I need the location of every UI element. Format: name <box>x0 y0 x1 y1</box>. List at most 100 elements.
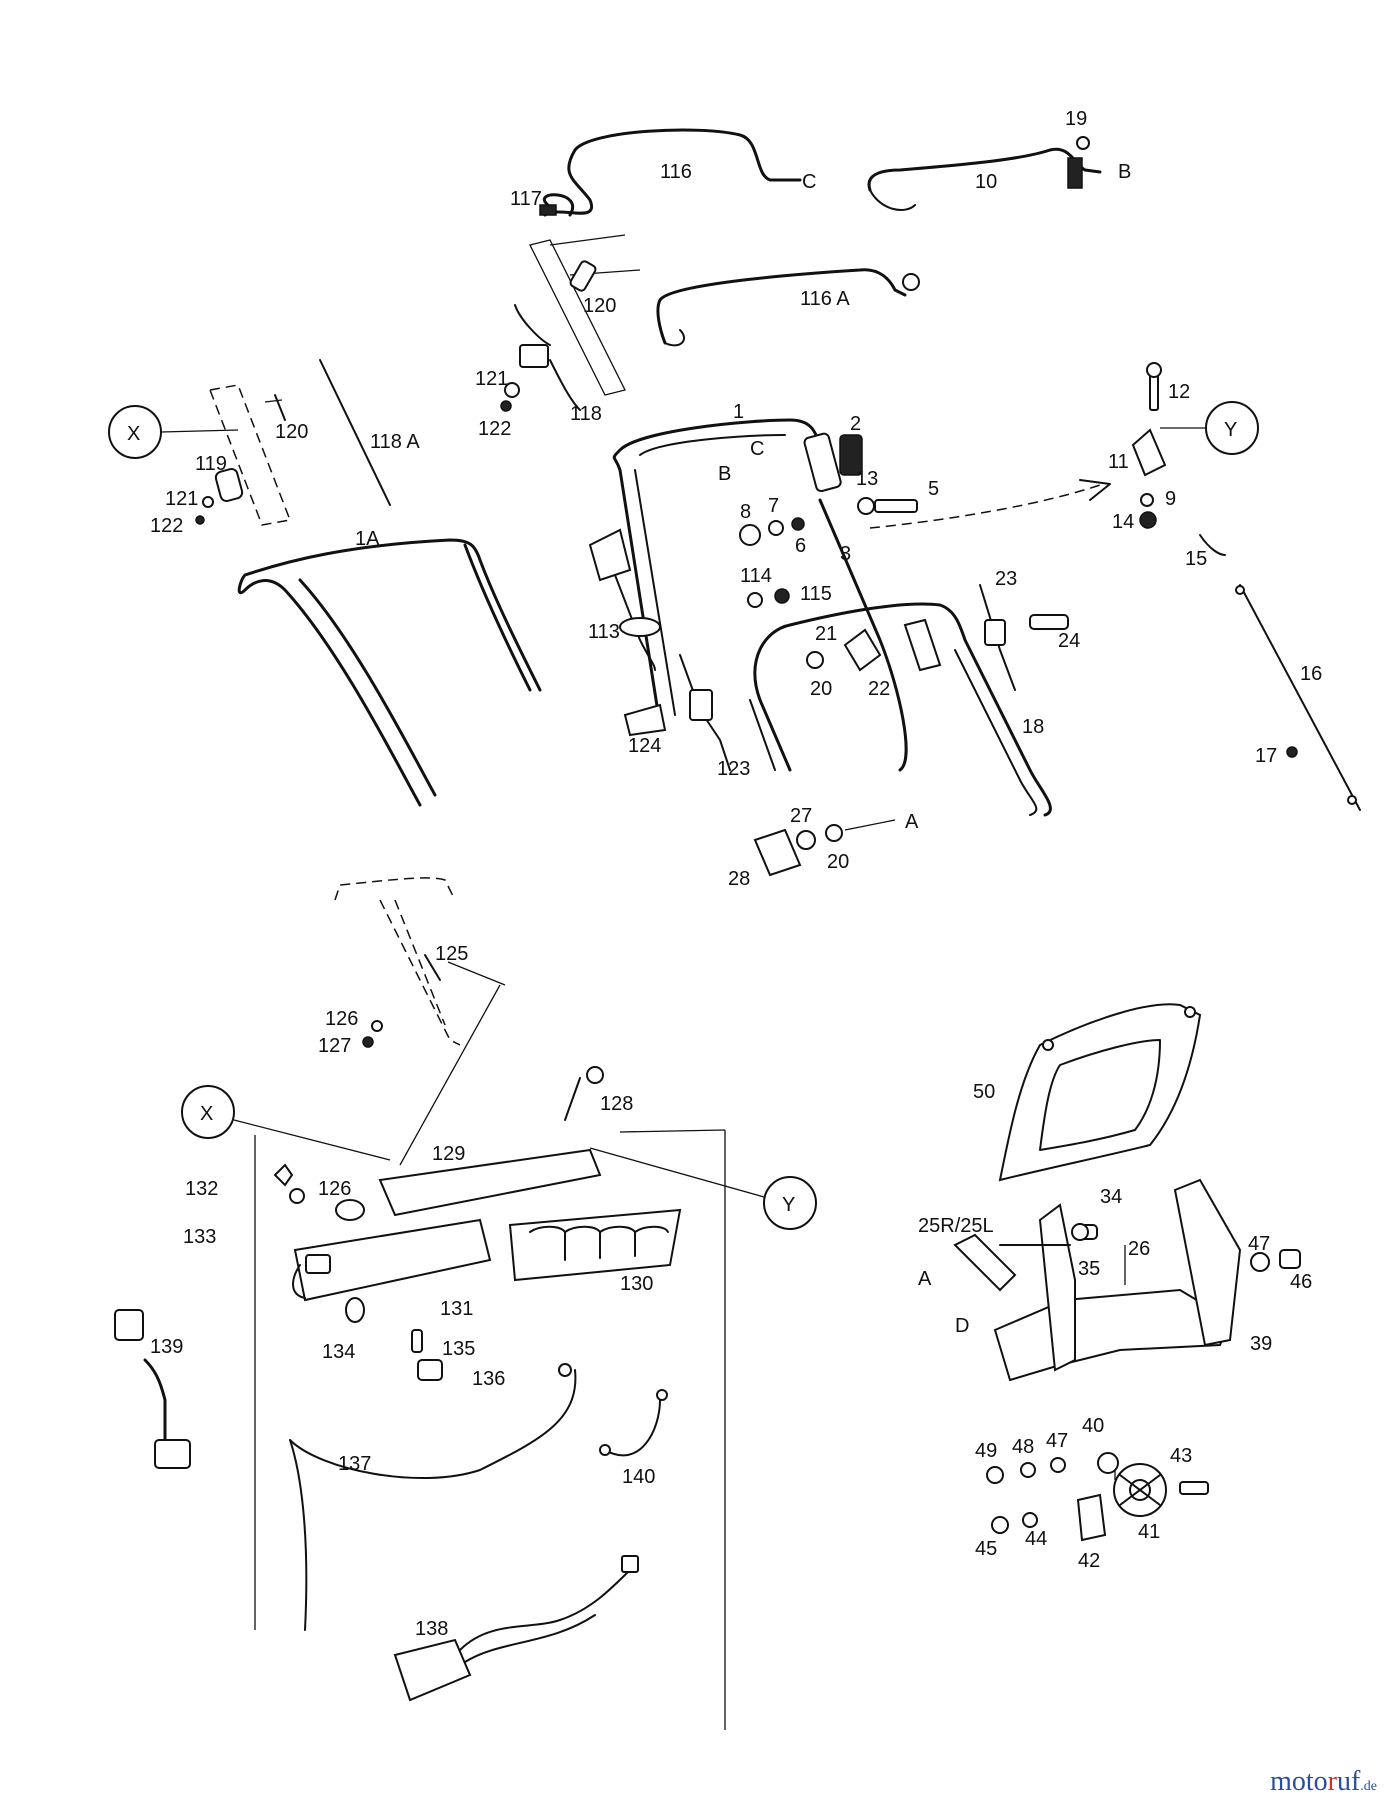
label-8: 8 <box>740 501 751 523</box>
bar-X-upper <box>108 384 292 526</box>
knob-28 <box>753 819 896 877</box>
letter-C-handle: C <box>750 438 764 460</box>
label-11: 11 <box>1108 451 1129 473</box>
label-41: 41 <box>1138 1521 1160 1543</box>
label-120-upper: 120 <box>583 295 616 317</box>
charger-138 <box>393 1555 639 1702</box>
label-6: 6 <box>795 535 806 557</box>
label-35: 35 <box>1078 1258 1100 1280</box>
label-7: 7 <box>768 495 779 517</box>
cable-16 <box>1199 534 1361 811</box>
marker-X-lower <box>181 1085 235 1139</box>
connector-139 <box>114 1309 191 1469</box>
cable-116 <box>539 128 802 217</box>
watermark-brand-a: moto <box>1270 1766 1328 1797</box>
frame-39 <box>953 1178 1301 1480</box>
label-118A: 118 A <box>370 431 420 453</box>
label-140: 140 <box>622 1466 655 1488</box>
label-138: 138 <box>415 1618 448 1640</box>
bar-upper-middle <box>500 234 641 412</box>
label-27: 27 <box>790 805 812 827</box>
grassbag-50 <box>998 1003 1202 1182</box>
label-46: 46 <box>1290 1271 1312 1293</box>
label-15: 15 <box>1185 548 1207 570</box>
label-28: 28 <box>728 868 750 890</box>
label-117: 117 <box>510 188 542 210</box>
letter-A-handle: A <box>905 811 919 833</box>
label-134: 134 <box>322 1341 355 1363</box>
letter-B-handle: B <box>718 463 731 485</box>
label-115: 115 <box>800 583 832 605</box>
marker-Y-lower <box>763 1176 817 1230</box>
label-47-low: 47 <box>1046 1430 1068 1452</box>
label-123: 123 <box>717 758 750 780</box>
label-121-left: 121 <box>165 488 198 510</box>
label-116: 116 <box>660 161 692 183</box>
label-133: 133 <box>183 1226 216 1248</box>
label-119: 119 <box>195 453 227 475</box>
letter-A-frame: A <box>918 1268 932 1290</box>
label-114: 114 <box>740 565 772 587</box>
label-1: 1 <box>733 401 744 423</box>
watermark-logo: motoruf.de <box>1270 1766 1377 1798</box>
label-113: 113 <box>588 621 620 643</box>
label-17: 17 <box>1255 745 1277 767</box>
label-14: 14 <box>1112 511 1134 533</box>
label-126-mid: 126 <box>325 1008 358 1030</box>
label-128: 128 <box>600 1093 633 1115</box>
marker-Y-lower-label: Y <box>782 1194 795 1216</box>
label-20-upper: 20 <box>810 678 832 700</box>
letter-C-cable: C <box>802 171 816 193</box>
label-122-left: 122 <box>150 515 183 537</box>
spring-parts <box>623 584 1069 771</box>
watermark-brand-b: uf <box>1336 1766 1361 1797</box>
arrow-to-Y <box>869 401 1259 529</box>
label-20-lower: 20 <box>827 851 849 873</box>
label-47-right: 47 <box>1248 1233 1270 1255</box>
label-122-upper: 122 <box>478 418 511 440</box>
reference-letters: C B C B A A D X Y X Y <box>127 161 1237 1337</box>
label-50: 50 <box>973 1081 995 1103</box>
label-1A: 1A <box>355 528 380 550</box>
label-23: 23 <box>995 568 1017 590</box>
label-116A: 116 A <box>800 288 850 310</box>
label-5: 5 <box>928 478 939 500</box>
handle-18 <box>749 602 1052 817</box>
knob-113 <box>588 528 661 671</box>
label-16: 16 <box>1300 663 1322 685</box>
label-125: 125 <box>435 943 468 965</box>
label-21: 21 <box>815 623 837 645</box>
label-136: 136 <box>472 1368 505 1390</box>
callout-labels: 19 116 117 10 120 116 A 121 122 118 118 … <box>150 108 1322 1640</box>
label-49: 49 <box>975 1440 997 1462</box>
hardware-small-parts <box>739 362 1167 608</box>
label-19: 19 <box>1065 108 1087 130</box>
label-39: 39 <box>1250 1333 1272 1355</box>
wheel-41 <box>986 1452 1209 1542</box>
label-127: 127 <box>318 1035 351 1057</box>
watermark-brand-r: r <box>1327 1766 1337 1797</box>
label-126-low: 126 <box>318 1178 351 1200</box>
label-48: 48 <box>1012 1436 1034 1458</box>
label-42: 42 <box>1078 1550 1100 1572</box>
label-44: 44 <box>1025 1528 1047 1550</box>
rod-118A <box>319 359 391 506</box>
label-121-upper: 121 <box>475 368 508 390</box>
label-18: 18 <box>1022 716 1044 738</box>
label-26: 26 <box>1128 1238 1150 1260</box>
label-137: 137 <box>338 1453 371 1475</box>
label-43: 43 <box>1170 1445 1192 1467</box>
label-2: 2 <box>850 413 861 435</box>
label-24: 24 <box>1058 630 1080 652</box>
label-132: 132 <box>185 1178 218 1200</box>
cable-10 <box>867 136 1102 211</box>
letter-B-cable: B <box>1118 161 1131 183</box>
marker-X-lower-label: X <box>200 1103 213 1125</box>
label-130: 130 <box>620 1273 653 1295</box>
handle-1A <box>237 538 542 807</box>
label-12: 12 <box>1168 381 1190 403</box>
label-135: 135 <box>442 1338 475 1360</box>
label-10: 10 <box>975 171 997 193</box>
letter-D-frame: D <box>955 1315 969 1337</box>
